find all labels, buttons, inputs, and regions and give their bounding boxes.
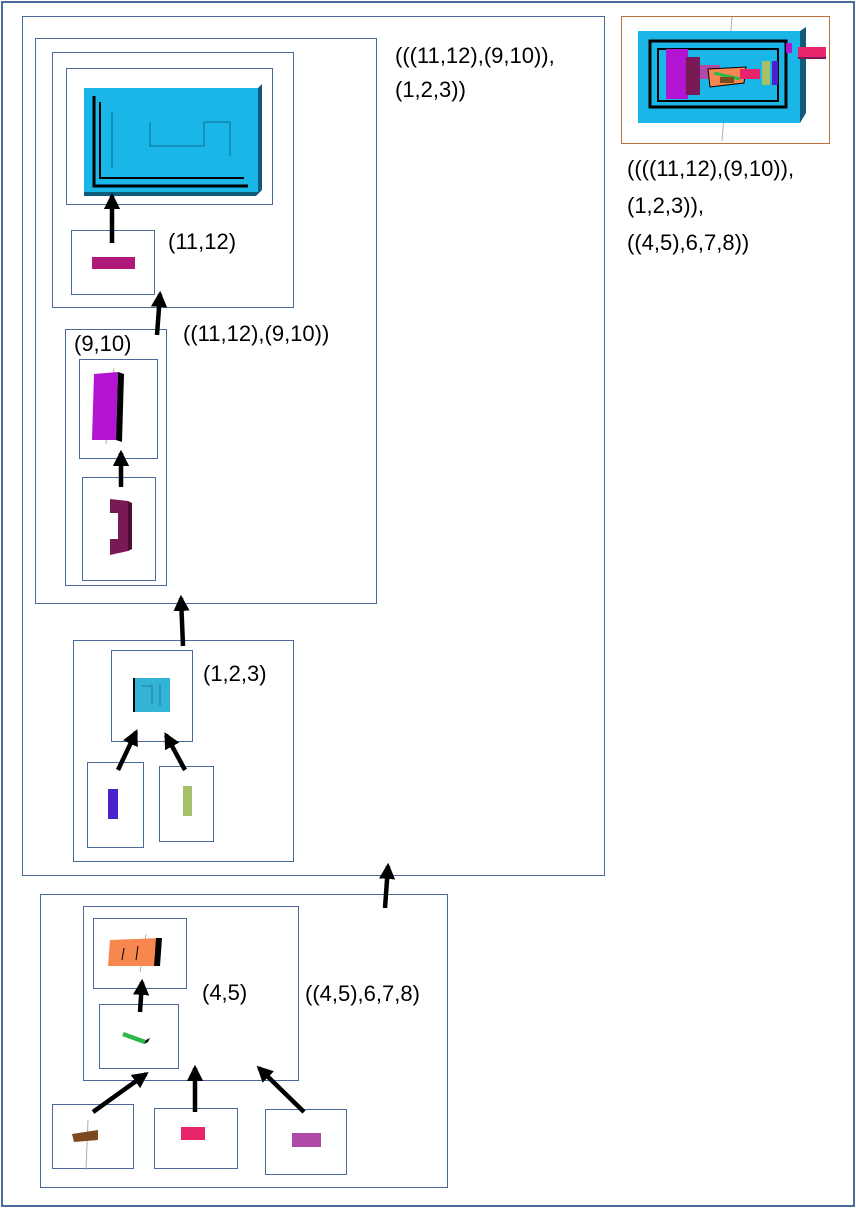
arrow-9-10-to-11-12	[150, 290, 168, 336]
part-3-frame	[159, 766, 214, 842]
group-4-5-label: (4,5)	[202, 980, 248, 1005]
group-9-10-label: (9,10)	[74, 331, 132, 356]
part-11-frame	[66, 68, 273, 205]
arrow-3-to-1	[164, 732, 187, 772]
group-4-5-6-7-8-label: ((4,5),6,7,8)	[305, 981, 420, 1006]
group-11-12-frame	[52, 52, 294, 308]
part-10-image	[110, 499, 132, 555]
part-6-frame	[52, 1104, 134, 1169]
part-8-frame	[265, 1109, 347, 1175]
arrow-1-2-3-to-top	[173, 594, 190, 647]
part-9-image	[92, 368, 124, 444]
arrow-5-to-4	[133, 978, 150, 1013]
group-1-2-3-label: (1,2,3)	[203, 661, 267, 686]
part-3-piece	[183, 786, 192, 816]
final-assembly-label-line-2: (1,2,3)),	[627, 193, 705, 218]
part-11-image	[84, 84, 262, 196]
part-12-piece	[92, 257, 135, 269]
group-top-label-line-2: (1,2,3))	[395, 77, 466, 102]
part-2-frame	[87, 762, 144, 848]
final-assembly-label-line-1: ((((11,12),(9,10)),	[627, 156, 795, 181]
part-5-image	[122, 1032, 150, 1044]
arrow-6-to-4-5	[91, 1072, 149, 1114]
part-4-image	[108, 934, 162, 972]
group-4-5-6-7-8-frame	[40, 894, 448, 1188]
arrow-lower-to-top	[378, 862, 396, 909]
group-top-label-line-1: (((11,12),(9,10)),	[395, 43, 555, 68]
final-assembly-panel	[621, 16, 830, 144]
part-7-piece	[181, 1127, 205, 1140]
part-1-image	[133, 678, 170, 712]
group-11-12-9-10-frame	[35, 38, 377, 604]
arrow-2-to-1	[115, 729, 139, 771]
part-2-piece	[108, 789, 118, 819]
group-11-12-label: (11,12)	[168, 229, 237, 254]
arrow-8-to-4-5	[256, 1065, 306, 1114]
group-top-frame	[22, 16, 605, 876]
group-9-10-frame	[65, 329, 167, 586]
part-8-piece	[292, 1133, 321, 1147]
group-11-12-9-10-label: ((11,12),(9,10))	[183, 321, 330, 346]
part-1-frame	[111, 650, 193, 742]
final-assembly-image	[638, 16, 826, 142]
final-assembly-label-line-3: ((4,5),6,7,8))	[627, 230, 750, 255]
part-6-image	[72, 1120, 98, 1170]
